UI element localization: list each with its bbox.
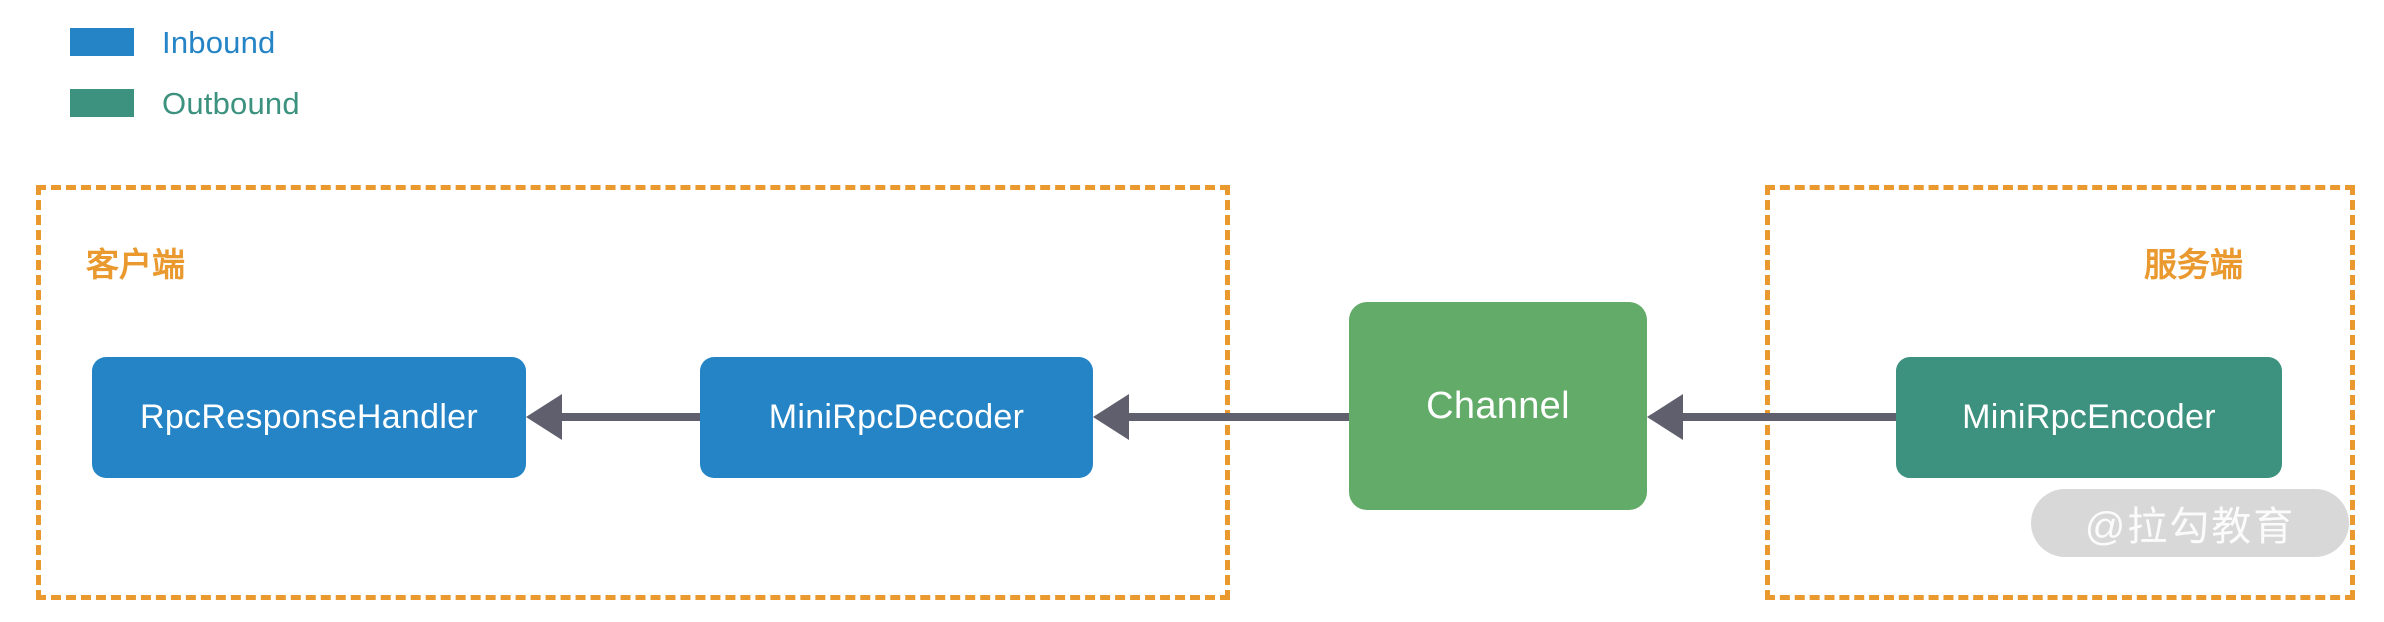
node-mini-rpc-encoder[interactable]: MiniRpcEncoder [1896, 357, 2282, 478]
watermark: @拉勾教育 [2031, 489, 2349, 557]
inbound-color-swatch-icon [70, 28, 134, 56]
legend-item-inbound: Inbound [70, 22, 300, 62]
watermark-text: @拉勾教育 [2084, 505, 2296, 549]
node-mini-rpc-decoder[interactable]: MiniRpcDecoder [700, 357, 1093, 478]
connector-encoder-to-channel-line [1683, 413, 1896, 421]
legend-item-outbound: Outbound [70, 83, 300, 123]
node-label-channel: Channel [1426, 384, 1570, 427]
node-rpc-response-handler[interactable]: RpcResponseHandler [92, 357, 526, 478]
connector-decoder-to-response-handler-arrowhead [526, 394, 562, 440]
legend: Inbound Outbound [70, 22, 300, 144]
connector-channel-to-decoder-arrowhead [1093, 394, 1129, 440]
outbound-color-swatch-icon [70, 89, 134, 117]
zone-server-label: 服务端 [2144, 246, 2243, 283]
node-channel[interactable]: Channel [1349, 302, 1647, 510]
zone-client-label: 客户端 [86, 246, 185, 283]
connector-channel-to-decoder-line [1129, 413, 1349, 421]
connector-decoder-to-response-handler-line [562, 413, 700, 421]
legend-label-outbound: Outbound [162, 85, 300, 121]
zone-client [36, 185, 1230, 600]
node-label-mini-rpc-encoder: MiniRpcEncoder [1962, 398, 2216, 436]
node-label-rpc-response-handler: RpcResponseHandler [139, 398, 479, 436]
node-label-mini-rpc-decoder: MiniRpcDecoder [768, 398, 1025, 436]
connector-encoder-to-channel-arrowhead [1647, 394, 1683, 440]
zone-server [1765, 185, 2355, 600]
legend-label-inbound: Inbound [162, 24, 276, 60]
